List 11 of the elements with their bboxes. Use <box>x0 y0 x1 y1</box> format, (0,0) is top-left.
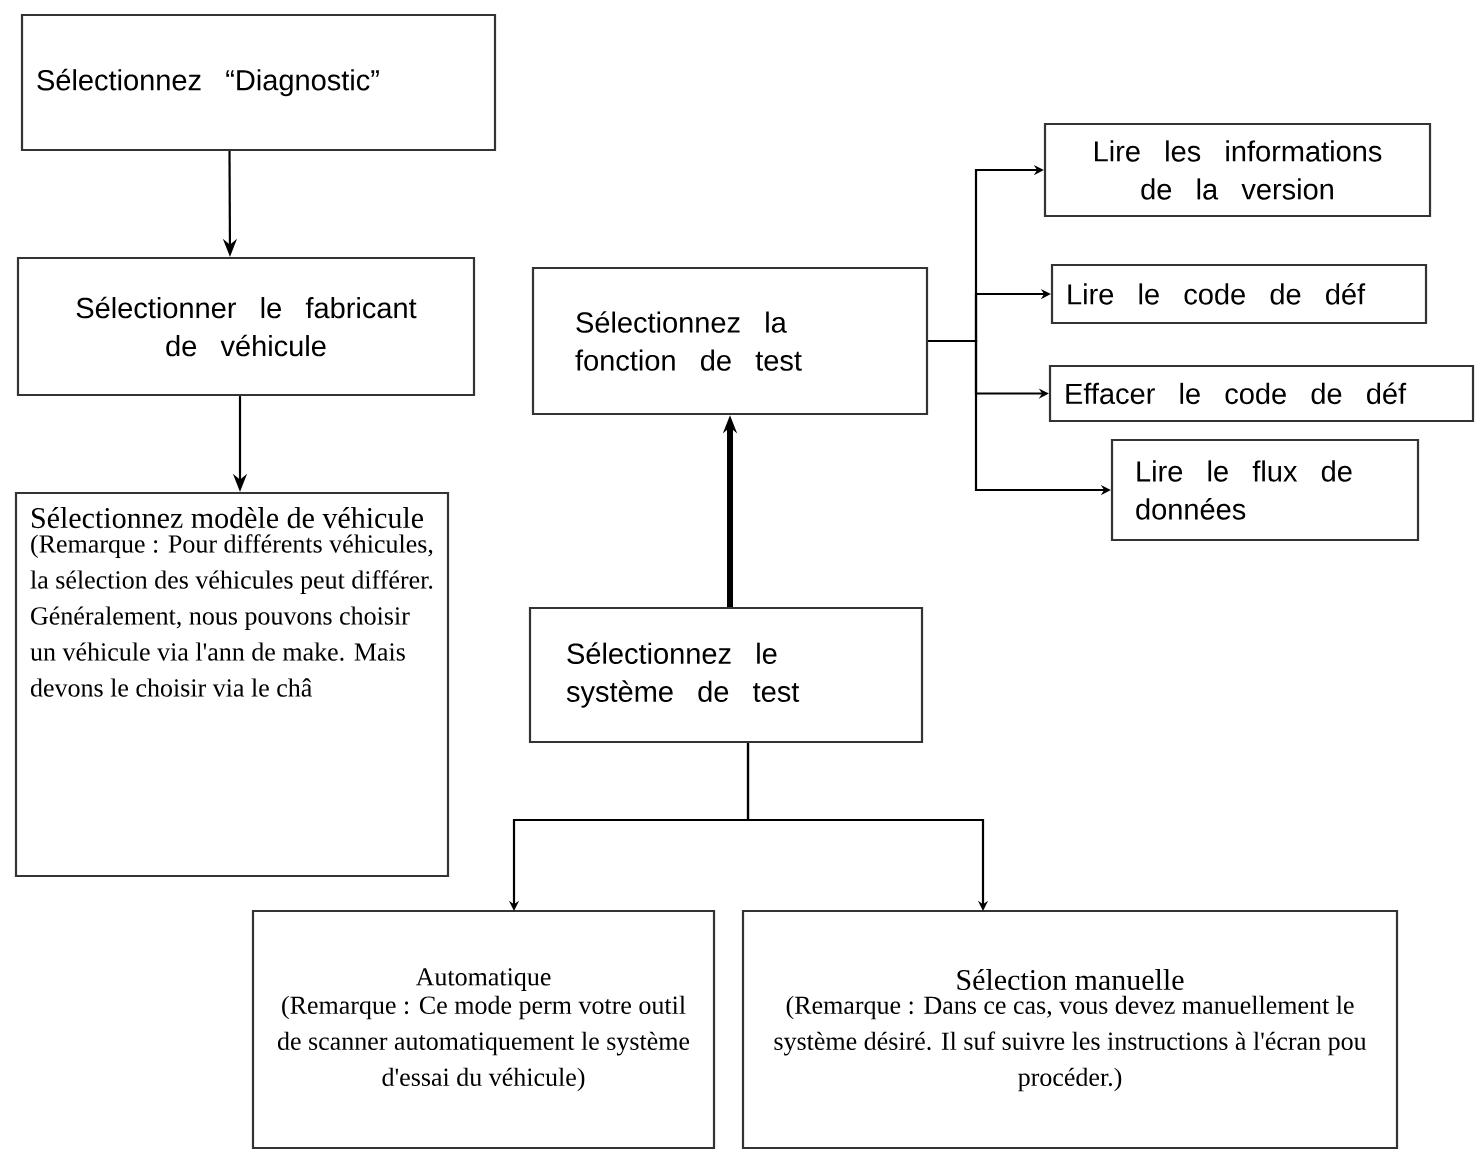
process-box: Sélectionnez modèle de véhicule (Remarque : Pour différents véhicules, la sélection des véhicules peut différer. Généralement, nous pouvons choisir un véhicule via l'ann de make. Mais devons le choisir via le châ <box>14 491 450 878</box>
process-box: Effacer le code de déf <box>1048 364 1475 423</box>
process-box: Lire le flux de données <box>1110 438 1420 542</box>
process-box: Sélection manuelle (Remarque : Dans ce cas, vous devez manuellement le système désiré. Il suf suivre les instructions à l'écran pou procéder.) <box>741 909 1399 1150</box>
process-box: Sélectionnez le système de test <box>528 606 924 744</box>
process-box: Sélectionnez la fonction de test <box>531 266 929 416</box>
process-box: Automatique (Remarque : Ce mode perm votre outil de scanner automatiquement le système d'essai du véhicule) <box>251 909 716 1150</box>
process-box: Lire le code de déf <box>1050 263 1428 325</box>
process-box: Sélectionner le fabricant de véhicule <box>16 256 476 397</box>
process-box: Sélectionnez “Diagnostic” <box>20 13 497 152</box>
process-box: Lire les informations de la version <box>1043 122 1432 218</box>
